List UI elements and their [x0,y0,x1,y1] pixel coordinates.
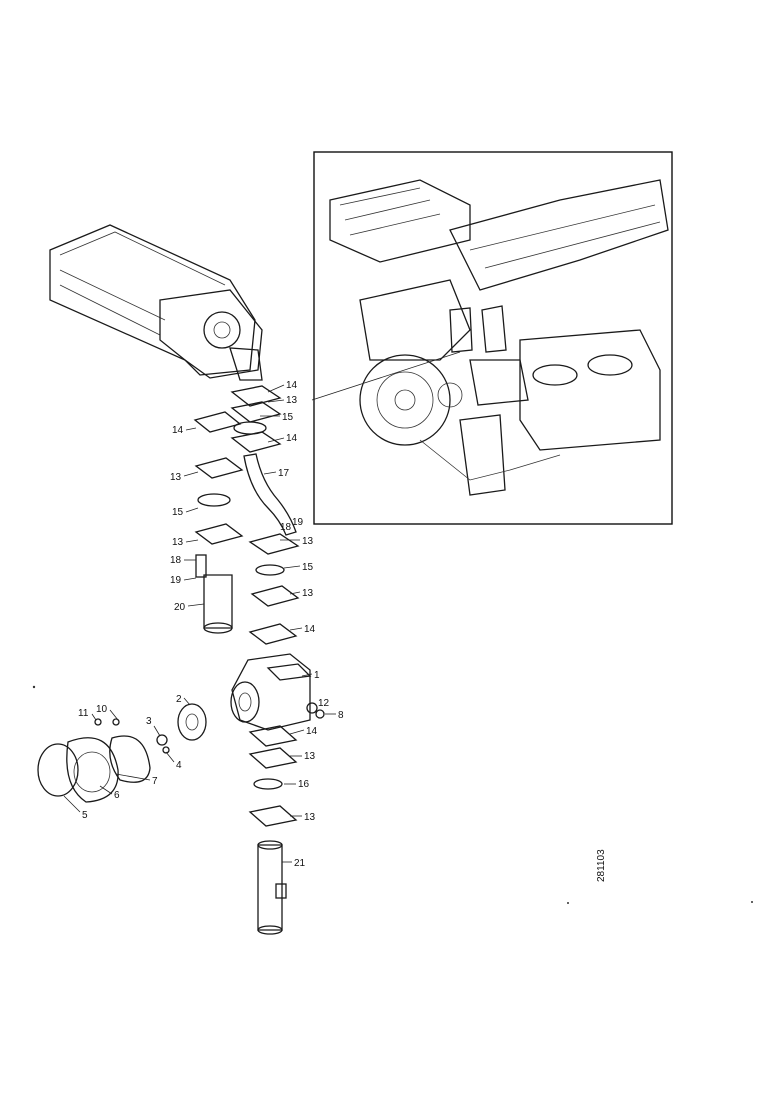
engine-block [49,224,263,381]
callout-c4: 4 [176,760,182,771]
callout-c14c: 14 [286,433,298,444]
callout-c15a: 15 [282,412,294,423]
pump-cover-parts [37,703,207,803]
callout-c17: 17 [278,468,290,479]
pump-housing [230,653,325,935]
callout-c10: 10 [96,704,108,715]
upper-flange-stack [193,385,300,645]
scan-mark [567,902,569,904]
callout-c2: 2 [176,694,182,705]
callout-c13f: 13 [304,751,316,762]
callout-c7: 7 [152,776,158,787]
callout-c11: 11 [78,708,89,719]
callout-c8: 8 [338,710,344,721]
callout-c20: 20 [174,602,186,613]
callout-c13d: 13 [302,536,314,547]
callout-c18a: 18 [170,555,182,566]
callout-c6: 6 [114,790,120,801]
callout-c13a: 13 [286,395,298,406]
callout-c13b: 13 [170,472,182,483]
scan-mark [32,685,36,689]
callout-c3: 3 [146,716,152,727]
callout-c1: 1 [314,670,320,681]
callout-c12: 12 [318,698,330,709]
callout-c16: 16 [298,779,310,790]
callout-c15b: 15 [172,507,184,518]
callout-c19b: 19 [292,517,304,528]
callout-c14e: 14 [306,726,318,737]
callout-c18b: 18 [280,522,292,533]
callout-c15c: 15 [302,562,314,573]
callout-c14a: 14 [286,380,298,391]
callout-c13e: 13 [302,588,314,599]
callout-c21: 21 [294,858,306,869]
drawing-code: 281103 [596,849,607,882]
callout-c13c: 13 [172,537,184,548]
callout-c13g: 13 [304,812,316,823]
callout-labels: 14 13 15 14 14 17 13 15 13 18 19 18 19 1… [78,380,344,869]
callout-c19a: 19 [170,575,182,586]
engine-inset-view [311,151,673,525]
scan-mark [751,901,753,903]
leader-lines [63,384,336,863]
callout-c14b: 14 [172,425,184,436]
callout-c5: 5 [82,810,88,821]
callout-c14d: 14 [304,624,316,635]
